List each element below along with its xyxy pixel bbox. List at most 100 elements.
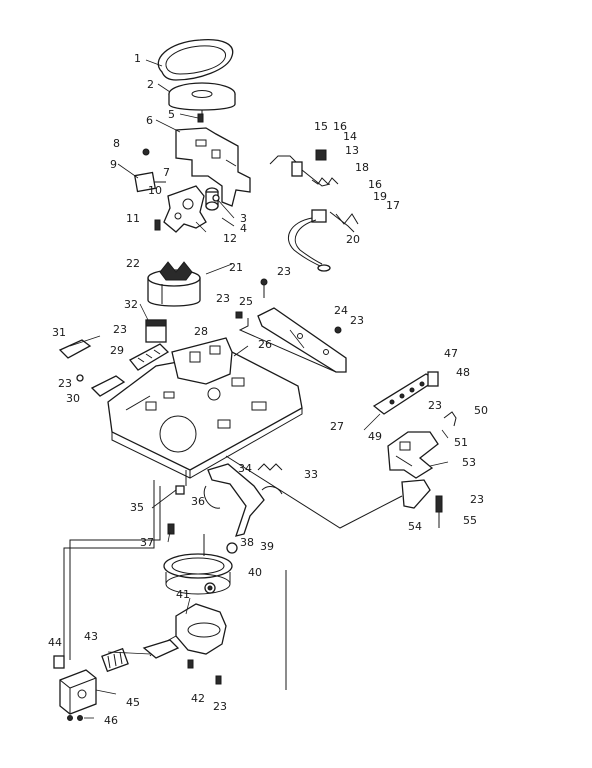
spring-43 (101, 647, 129, 673)
callout-12: 12 (223, 232, 237, 245)
callout-34: 34 (238, 462, 252, 475)
connector-31 (58, 339, 92, 359)
callout-20: 20 (346, 233, 360, 246)
callout-13: 13 (345, 144, 359, 157)
callout-18: 18 (355, 161, 369, 174)
small-screw-11 (154, 219, 161, 231)
callout-48: 48 (456, 366, 470, 379)
pinch-roller-lever (163, 185, 207, 233)
reel-ring-38 (163, 553, 233, 595)
callout-43: 43 (84, 630, 98, 643)
capstan-bracket (175, 127, 251, 207)
bracket-30 (90, 375, 126, 397)
plunger-44 (53, 655, 65, 669)
callout-19: 19 (373, 190, 387, 203)
screw-37 (167, 523, 175, 535)
cable-assembly (288, 209, 331, 272)
callout-6: 6 (146, 114, 153, 127)
callout-16-top: 16 (333, 120, 347, 133)
callout-23-e: 23 (58, 377, 72, 390)
callout-33: 33 (304, 468, 318, 481)
motor-cylinder (147, 261, 201, 307)
callout-3: 3 (240, 212, 247, 225)
screw-23-bottom (215, 675, 222, 685)
callout-24: 24 (334, 304, 348, 317)
callout-7: 7 (163, 166, 170, 179)
callout-22: 22 (126, 257, 140, 270)
screw-25 (235, 311, 243, 319)
callouts: 1 2 3 4 5 6 7 8 9 10 11 12 13 14 15 16 1… (48, 52, 488, 727)
wire-clip-19 (329, 211, 355, 233)
callout-27: 27 (330, 420, 344, 433)
screw-23-left (76, 374, 84, 382)
callout-31: 31 (52, 326, 66, 339)
callout-10: 10 (148, 184, 162, 197)
callout-36: 36 (191, 495, 205, 508)
callout-17: 17 (386, 199, 400, 212)
clip-33 (261, 486, 283, 495)
callout-1: 1 (134, 52, 141, 65)
callout-50: 50 (474, 404, 488, 417)
callout-9: 9 (110, 158, 117, 171)
callout-23-d: 23 (113, 323, 127, 336)
callout-30: 30 (66, 392, 80, 405)
callout-2: 2 (147, 78, 154, 91)
callout-35: 35 (130, 501, 144, 514)
callout-32: 32 (124, 298, 138, 311)
solenoid-45 (59, 669, 97, 715)
spring-18 (311, 177, 339, 185)
bracket-32 (145, 319, 167, 343)
heater-strip-47 (372, 373, 438, 415)
callout-42: 42 (191, 692, 205, 705)
callout-15: 15 (314, 120, 328, 133)
callout-46: 46 (104, 714, 118, 727)
callout-38: 38 (240, 536, 254, 549)
bracket-53 (387, 431, 439, 479)
washer-39 (226, 542, 238, 554)
tension-arm (142, 639, 180, 659)
spring-50 (443, 411, 457, 427)
callout-44: 44 (48, 636, 62, 649)
callout-23-f: 23 (428, 399, 442, 412)
callout-23-c: 23 (350, 314, 364, 327)
callout-28: 28 (194, 325, 208, 338)
callout-40: 40 (248, 566, 262, 579)
callout-29: 29 (110, 344, 124, 357)
callout-14: 14 (343, 130, 357, 143)
callout-39: 39 (260, 540, 274, 553)
callout-49: 49 (368, 430, 382, 443)
clip-48 (427, 371, 439, 387)
screw-5 (197, 113, 204, 123)
callout-16-mid: 16 (368, 178, 382, 191)
callout-26: 26 (258, 338, 272, 351)
callout-8: 8 (113, 137, 120, 150)
callout-53: 53 (462, 456, 476, 469)
drive-belt (157, 38, 234, 81)
callout-5: 5 (168, 108, 175, 121)
callout-51: 51 (454, 436, 468, 449)
callout-23-a: 23 (277, 265, 291, 278)
callout-11: 11 (126, 212, 140, 225)
bracket-54 (401, 479, 431, 509)
screw-42 (187, 659, 194, 669)
brake-arm-36 (203, 463, 265, 537)
flywheel (168, 82, 236, 122)
callout-23-g: 23 (470, 493, 484, 506)
switch-lever-assembly (269, 149, 331, 187)
screw-8 (142, 148, 150, 156)
callout-54: 54 (408, 520, 422, 533)
washer-3 (212, 194, 220, 202)
callout-47: 47 (444, 347, 458, 360)
callout-55: 55 (463, 514, 477, 527)
spring-34 (257, 463, 283, 471)
terminal-block-29 (129, 343, 170, 371)
screw-46 (67, 715, 83, 721)
solenoid-small (133, 171, 166, 193)
knob-40 (204, 582, 216, 594)
screw-23-right (334, 326, 342, 334)
leader-lines (69, 59, 449, 719)
pin-55 (435, 495, 443, 528)
rail-bracket-24 (257, 307, 347, 373)
callout-21: 21 (229, 261, 243, 274)
assembly-lines (63, 318, 403, 690)
